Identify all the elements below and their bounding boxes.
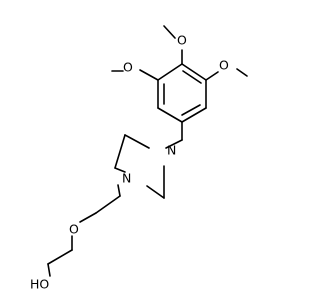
bond-ch2-ch2	[95, 195, 121, 214]
molecule-structure: O O O N N O HO	[30, 25, 248, 292]
ring-bond-3-inner	[181, 104, 201, 116]
ring-bond-6	[157, 63, 183, 81]
atom-o-ether: O	[69, 222, 79, 237]
bond-methyl-top	[163, 25, 176, 39]
ring-bond-4	[157, 107, 183, 123]
bonds	[47, 25, 248, 277]
bond-ch2-ch2-oh	[47, 249, 73, 265]
bond-o-left-ring	[139, 69, 159, 81]
ring-bond-3	[181, 107, 207, 123]
atom-o-left: O	[123, 60, 133, 75]
pip-bond-3	[114, 167, 126, 173]
bond-ch2-oh	[47, 263, 51, 277]
pip-bond-4	[146, 185, 165, 199]
bond-ch2-n-upper	[165, 139, 183, 149]
pip-bond-1	[124, 134, 150, 149]
ring-bond-1	[181, 63, 207, 81]
bond-o-right-ring	[205, 71, 219, 81]
bond-n-lower-ch2	[117, 184, 121, 197]
pip-bond-2	[114, 134, 126, 169]
atom-n-lower: N	[122, 171, 131, 186]
atom-labels: O O O N N O HO	[30, 33, 229, 292]
atom-n-upper: N	[167, 143, 176, 158]
atom-o-top: O	[177, 33, 187, 48]
bond-methyl-right	[236, 68, 248, 77]
bond-ch2-o-ether	[79, 212, 97, 223]
atom-o-right: O	[219, 58, 229, 73]
atom-oh: HO	[30, 277, 49, 292]
ring-bond-1-inner	[182, 70, 202, 84]
